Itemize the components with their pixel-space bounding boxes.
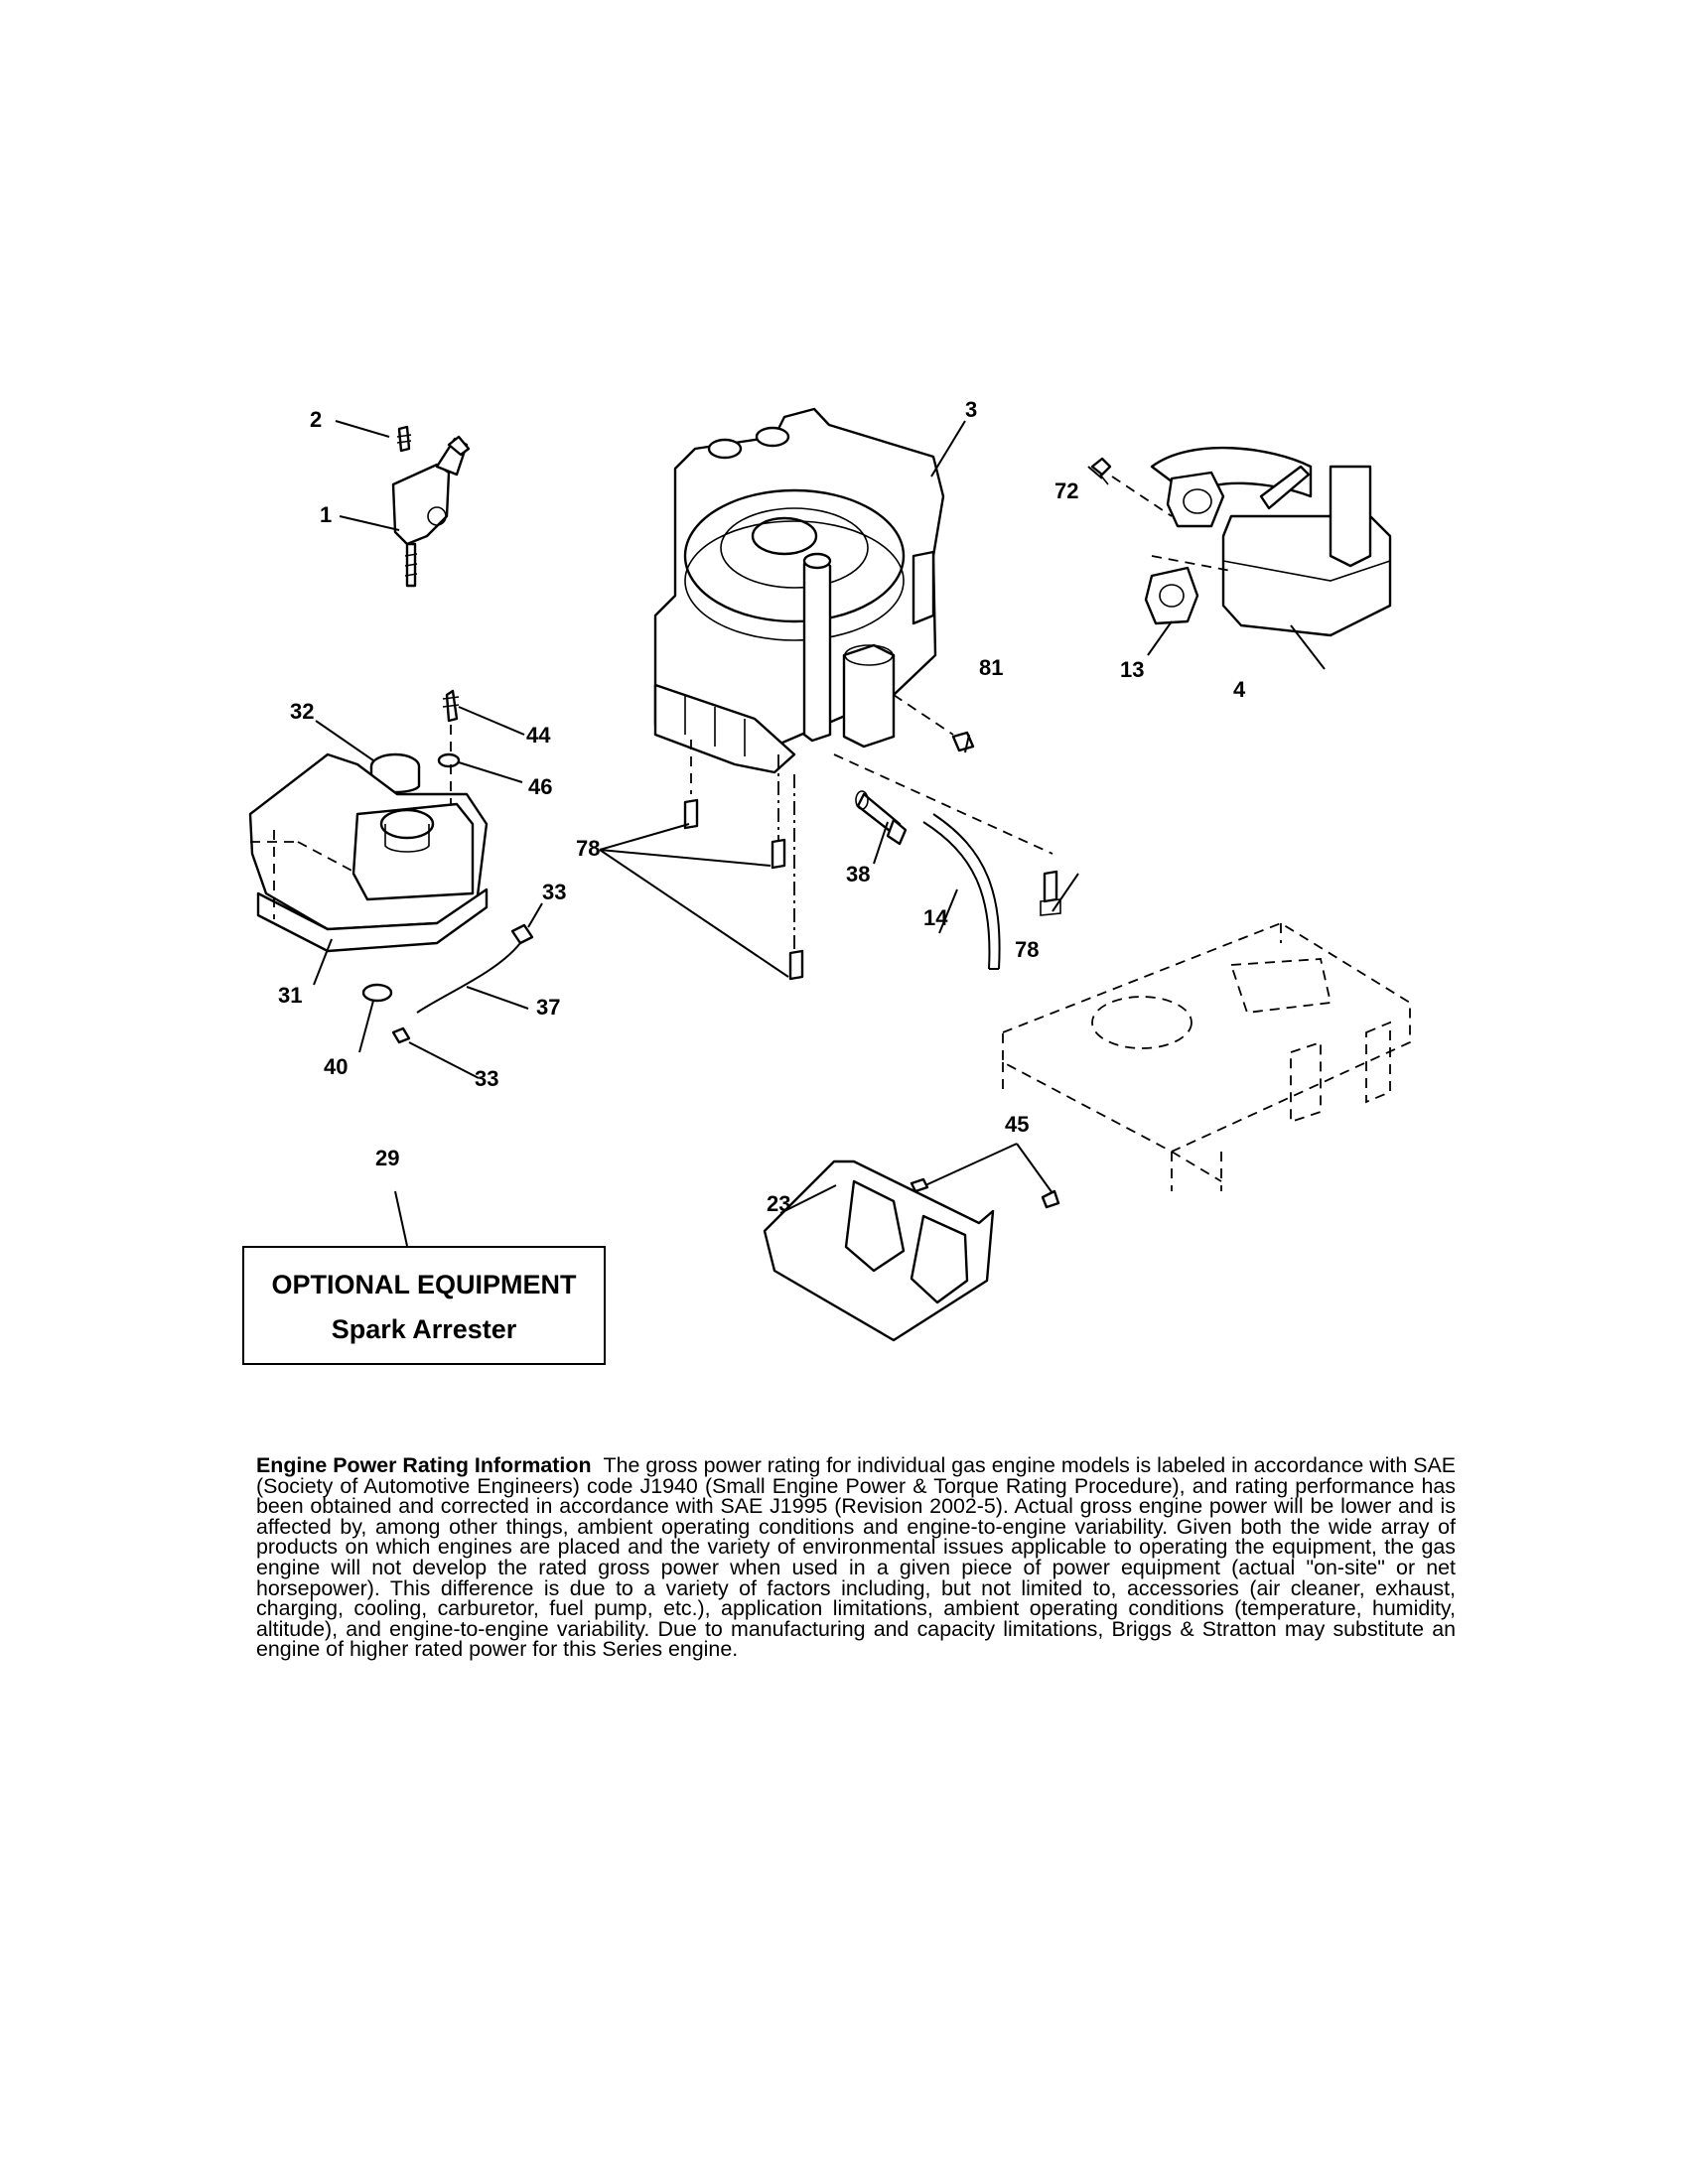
callout-13: 13 [1120,657,1144,682]
callout-3: 3 [965,397,977,422]
callout-37: 37 [536,995,560,1020]
optional-equipment-item: Spark Arrester [331,1314,517,1344]
callout-14: 14 [923,905,948,930]
callout-81: 81 [979,655,1003,680]
rating-heading: Engine Power Rating Information [256,1453,592,1477]
tractor-frame [1002,921,1411,1191]
callout-40: 40 [324,1054,348,1079]
callout-46: 46 [528,774,552,799]
callout-2: 2 [310,407,322,432]
throttle-control-assembly [391,425,471,588]
muffler-assembly [1090,446,1392,637]
callout-32: 32 [290,699,314,724]
callout-33-bottom: 33 [475,1066,498,1091]
callout-72: 72 [1054,478,1078,503]
leader-lines [313,420,1326,1247]
callout-31: 31 [278,983,302,1008]
engine-mount-leader [777,754,795,953]
callout-78-right: 78 [1015,937,1039,962]
engine-mount-bolts [683,731,1061,981]
fuel-line-assembly [361,923,534,1044]
heat-shield-assembly [763,1160,1060,1342]
engine-mount-leader [833,694,1053,855]
callout-4: 4 [1233,677,1246,702]
callout-78-left: 78 [576,836,600,861]
callout-1: 1 [320,502,332,527]
callout-33-top: 33 [542,880,566,904]
callout-29: 29 [375,1146,399,1170]
optional-equipment-box: OPTIONAL EQUIPMENT Spark Arrester [242,1246,606,1365]
callout-44: 44 [526,723,551,748]
fuel-filter-assembly [855,790,1001,970]
callout-45: 45 [1005,1112,1029,1137]
optional-equipment-title: OPTIONAL EQUIPMENT [271,1270,577,1299]
rating-body: The gross power rating for individual ga… [256,1453,1456,1662]
callout-numbers: 2 1 3 72 13 4 81 32 44 46 78 38 14 78 33… [278,397,1246,1216]
engine-assembly [653,407,945,774]
callout-38: 38 [846,862,870,887]
callout-23: 23 [767,1191,790,1216]
fuel-tank-assembly [248,689,489,953]
